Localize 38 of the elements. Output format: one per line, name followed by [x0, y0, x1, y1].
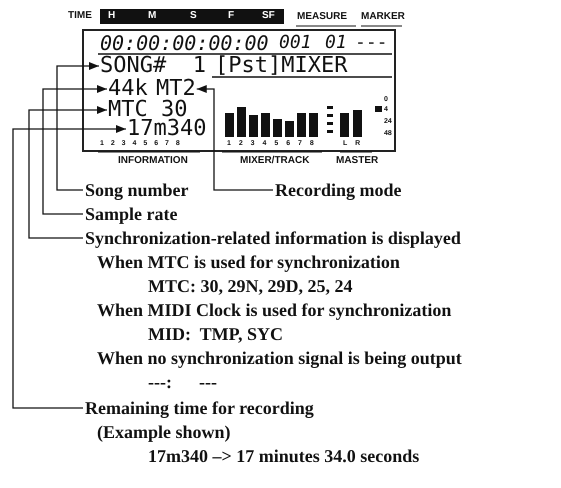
time-unit-label: S — [190, 11, 197, 21]
lcd-text: MT2 — [156, 78, 196, 100]
caption-text: Recording mode — [275, 179, 402, 202]
detail-text: (Example shown) — [97, 421, 232, 444]
lcd-text: SONG# 1 — [100, 55, 206, 77]
time-unit-label: SF — [262, 11, 275, 21]
lcd-text: 17m340 — [127, 118, 206, 140]
lcd-text: 00:00:00:00:00 — [100, 33, 269, 53]
section-label: MASTER — [336, 156, 378, 166]
detail-text: When MIDI Clock is used for synchronization — [97, 299, 452, 322]
time-unit-label: H — [108, 11, 116, 21]
time-unit-label: M — [148, 11, 156, 21]
detail-text: 17m340 –> 17 minutes 34.0 seconds — [148, 445, 420, 468]
detail-text: MID: TMP, SYC — [148, 323, 284, 346]
lcd-text: 001 — [279, 34, 312, 52]
leader-line — [56, 62, 99, 191]
leader-line — [12, 125, 126, 409]
measure-label: MEASURE — [297, 12, 348, 22]
lcd-text: --- — [355, 34, 388, 52]
lcd-text: 44k — [108, 78, 148, 100]
caption-text: Sample rate — [85, 203, 178, 226]
leader-line — [42, 85, 107, 215]
lcd-text: 01 — [325, 34, 347, 52]
time-label: TIME — [68, 11, 92, 21]
caption-text: Song number — [85, 179, 189, 202]
lcd-text: [Pst]MIXER — [215, 55, 348, 77]
detail-text: When no synchronization signal is being output — [97, 347, 462, 370]
time-unit-label: F — [228, 11, 234, 21]
marker-label: MARKER — [361, 12, 405, 22]
detail-text: ---: --- — [148, 371, 218, 394]
caption-text: Remaining time for recording — [85, 397, 315, 420]
detail-text: MTC: 30, 29N, 29D, 25, 24 — [148, 275, 354, 298]
section-label: MIXER/TRACK — [240, 156, 310, 166]
leader-line — [28, 106, 107, 239]
leader-line — [196, 85, 273, 191]
detail-text: When MTC is used for synchronization — [97, 251, 401, 274]
section-label: INFORMATION — [118, 156, 188, 166]
caption-text: Synchronization-related information is displayed — [85, 227, 462, 250]
